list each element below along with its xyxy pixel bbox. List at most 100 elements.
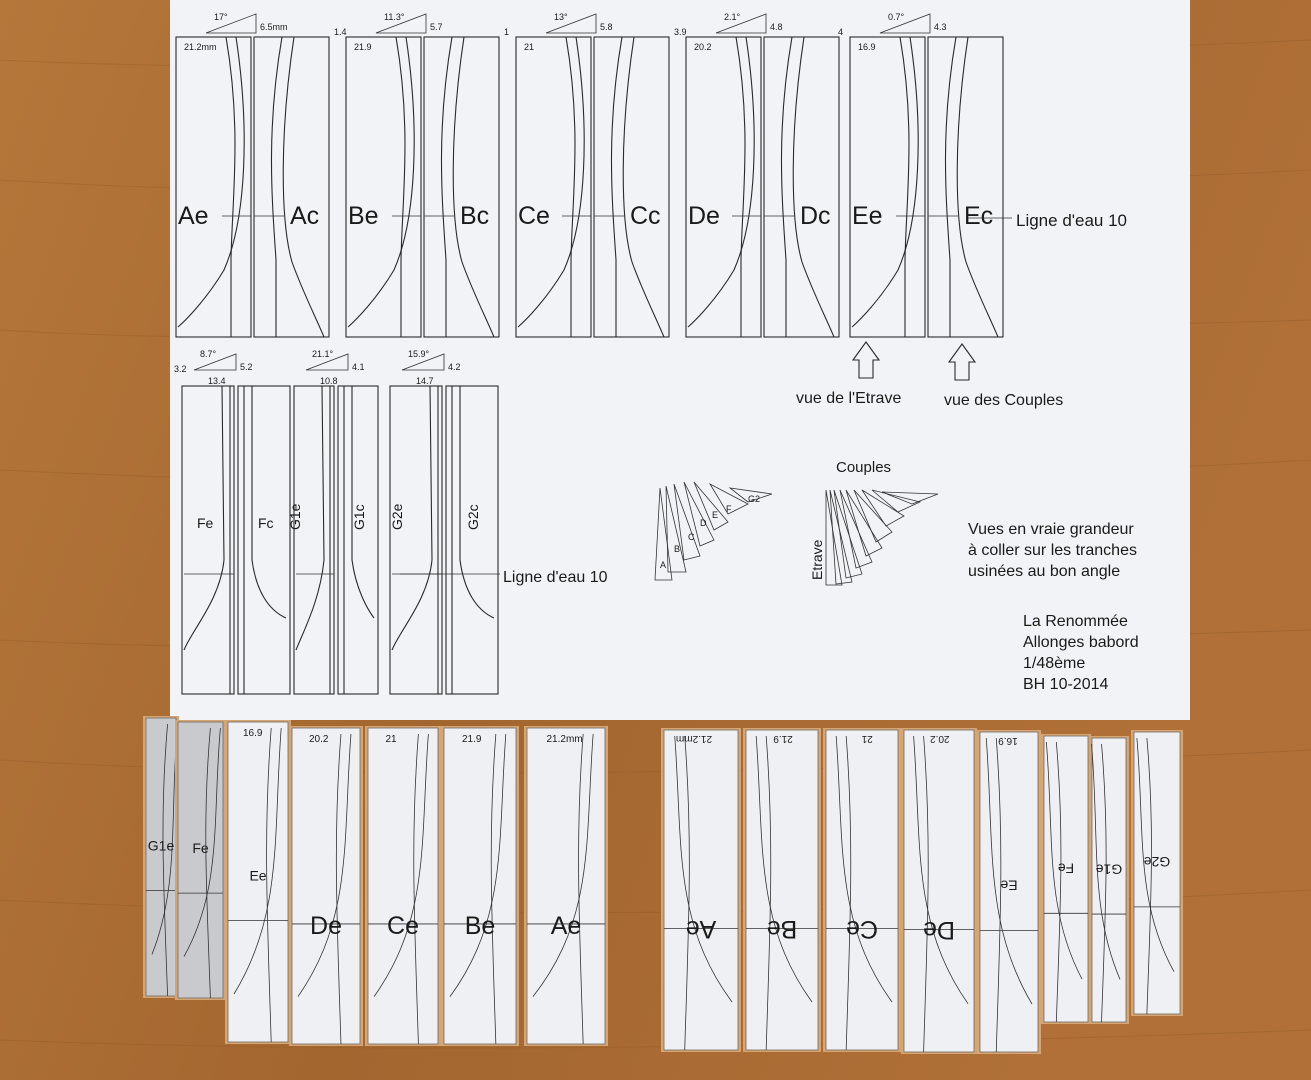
block-width-label: 21.2mm	[547, 734, 583, 745]
block-paper	[443, 727, 517, 1045]
block-label: De	[923, 916, 955, 944]
wood-block: 21.9Be	[743, 728, 821, 1052]
etrave-panel	[685, 36, 762, 338]
block-width-label: 20.2	[930, 733, 950, 744]
wood-block: G2e	[1131, 730, 1183, 1016]
block-label: Ee	[249, 867, 266, 883]
template-label-e: Ce	[518, 202, 550, 230]
wood-block: G1e	[143, 716, 179, 998]
left-height-label: 3.2	[174, 364, 187, 374]
fan-letter: G2	[748, 494, 760, 504]
etrave-panel	[181, 385, 235, 695]
block-width-label: 21	[861, 733, 873, 744]
couple-panel	[593, 36, 670, 338]
couple-panel	[445, 385, 499, 695]
arrow-up-icon	[947, 343, 977, 381]
template-label-c: Ac	[290, 202, 319, 230]
angle-label: 0.7°	[888, 12, 905, 22]
block-label: Be	[465, 912, 496, 940]
etrave-panel	[175, 36, 252, 338]
fan-letter: A	[660, 560, 666, 570]
view-etrave-label: vue de l'Etrave	[796, 390, 901, 407]
fan-letter: B	[674, 544, 680, 554]
wood-block: 16.9Ee	[977, 730, 1041, 1054]
block-label: Ae	[686, 915, 717, 943]
angle-wedge	[401, 353, 445, 371]
note-line-3: usinées au bon angle	[968, 563, 1120, 580]
width-label: 21.9	[354, 42, 372, 52]
couple-panel	[253, 36, 330, 338]
angle-wedge	[879, 13, 931, 34]
angle-wedge	[375, 13, 427, 34]
fan-diagram-couples: Etrave	[809, 489, 939, 586]
fan-letter: F	[726, 504, 732, 514]
fan-letter: C	[688, 532, 695, 542]
title-block-date: BH 10-2014	[1023, 676, 1108, 693]
block-width-label: 21.9	[462, 734, 482, 745]
block-label: Ee	[1000, 878, 1017, 894]
block-paper	[1043, 735, 1089, 1023]
etrave-panel	[293, 385, 335, 695]
couple-panel	[237, 385, 291, 695]
width-label: 16.9	[858, 42, 876, 52]
right-height-label: 4.1	[352, 362, 365, 372]
right-height-label: 5.7	[430, 22, 443, 32]
template-label-c: Bc	[460, 202, 489, 230]
angle-label: 21.1°	[312, 349, 334, 359]
wood-block: 16.9Ee	[225, 720, 291, 1044]
block-paper	[145, 717, 177, 997]
etrave-panel	[345, 36, 422, 338]
couple-panel	[763, 36, 840, 338]
angle-label: 2.1°	[724, 12, 741, 22]
title-block-scale: 1/48ème	[1023, 655, 1085, 672]
right-height-label: 4.2	[448, 362, 461, 372]
couple-panel	[927, 36, 1004, 338]
block-width-label: 16.9	[243, 728, 263, 739]
wood-block: Fe	[175, 720, 226, 1000]
left-height-label: 4	[838, 27, 843, 37]
block-paper	[227, 721, 289, 1043]
wood-block: Fe	[1041, 734, 1091, 1024]
waterline-label-bottom: Ligne d'eau 10	[503, 569, 608, 586]
left-height-label: 1	[504, 27, 509, 37]
note-line-1: Vues en vraie grandeur	[968, 521, 1134, 538]
template-label-c: Dc	[800, 202, 831, 230]
wood-block: G1e	[1089, 736, 1129, 1024]
template-label-c: Fc	[258, 515, 274, 531]
left-height-label: 1.4	[334, 27, 347, 37]
width-label: 10.8	[320, 376, 338, 386]
block-paper	[979, 731, 1039, 1053]
title-block-part: Allonges babord	[1023, 634, 1139, 651]
width-label: 20.2	[694, 42, 712, 52]
waterline-label-top: Ligne d'eau 10	[1016, 211, 1127, 230]
angle-label: 13°	[554, 12, 568, 22]
angle-wedge	[305, 353, 349, 371]
angle-label: 15.9°	[408, 349, 430, 359]
block-paper	[1133, 731, 1181, 1015]
block-label: G1e	[148, 837, 175, 853]
template-label-c: G1c	[351, 504, 367, 530]
couple-panel	[337, 385, 379, 695]
angle-wedge	[205, 13, 257, 34]
couples-label: Couples	[836, 459, 891, 476]
etrave-label: Etrave	[809, 539, 825, 580]
width-label: 14.7	[416, 376, 434, 386]
block-paper	[663, 729, 739, 1051]
block-label: G2e	[1144, 854, 1171, 870]
width-label: 21	[524, 42, 534, 52]
template-label-c: Cc	[630, 202, 661, 230]
block-paper	[526, 727, 606, 1045]
angle-wedge	[545, 13, 597, 34]
block-paper	[1091, 737, 1127, 1023]
block-label: Ce	[387, 912, 419, 940]
block-paper	[177, 721, 224, 999]
